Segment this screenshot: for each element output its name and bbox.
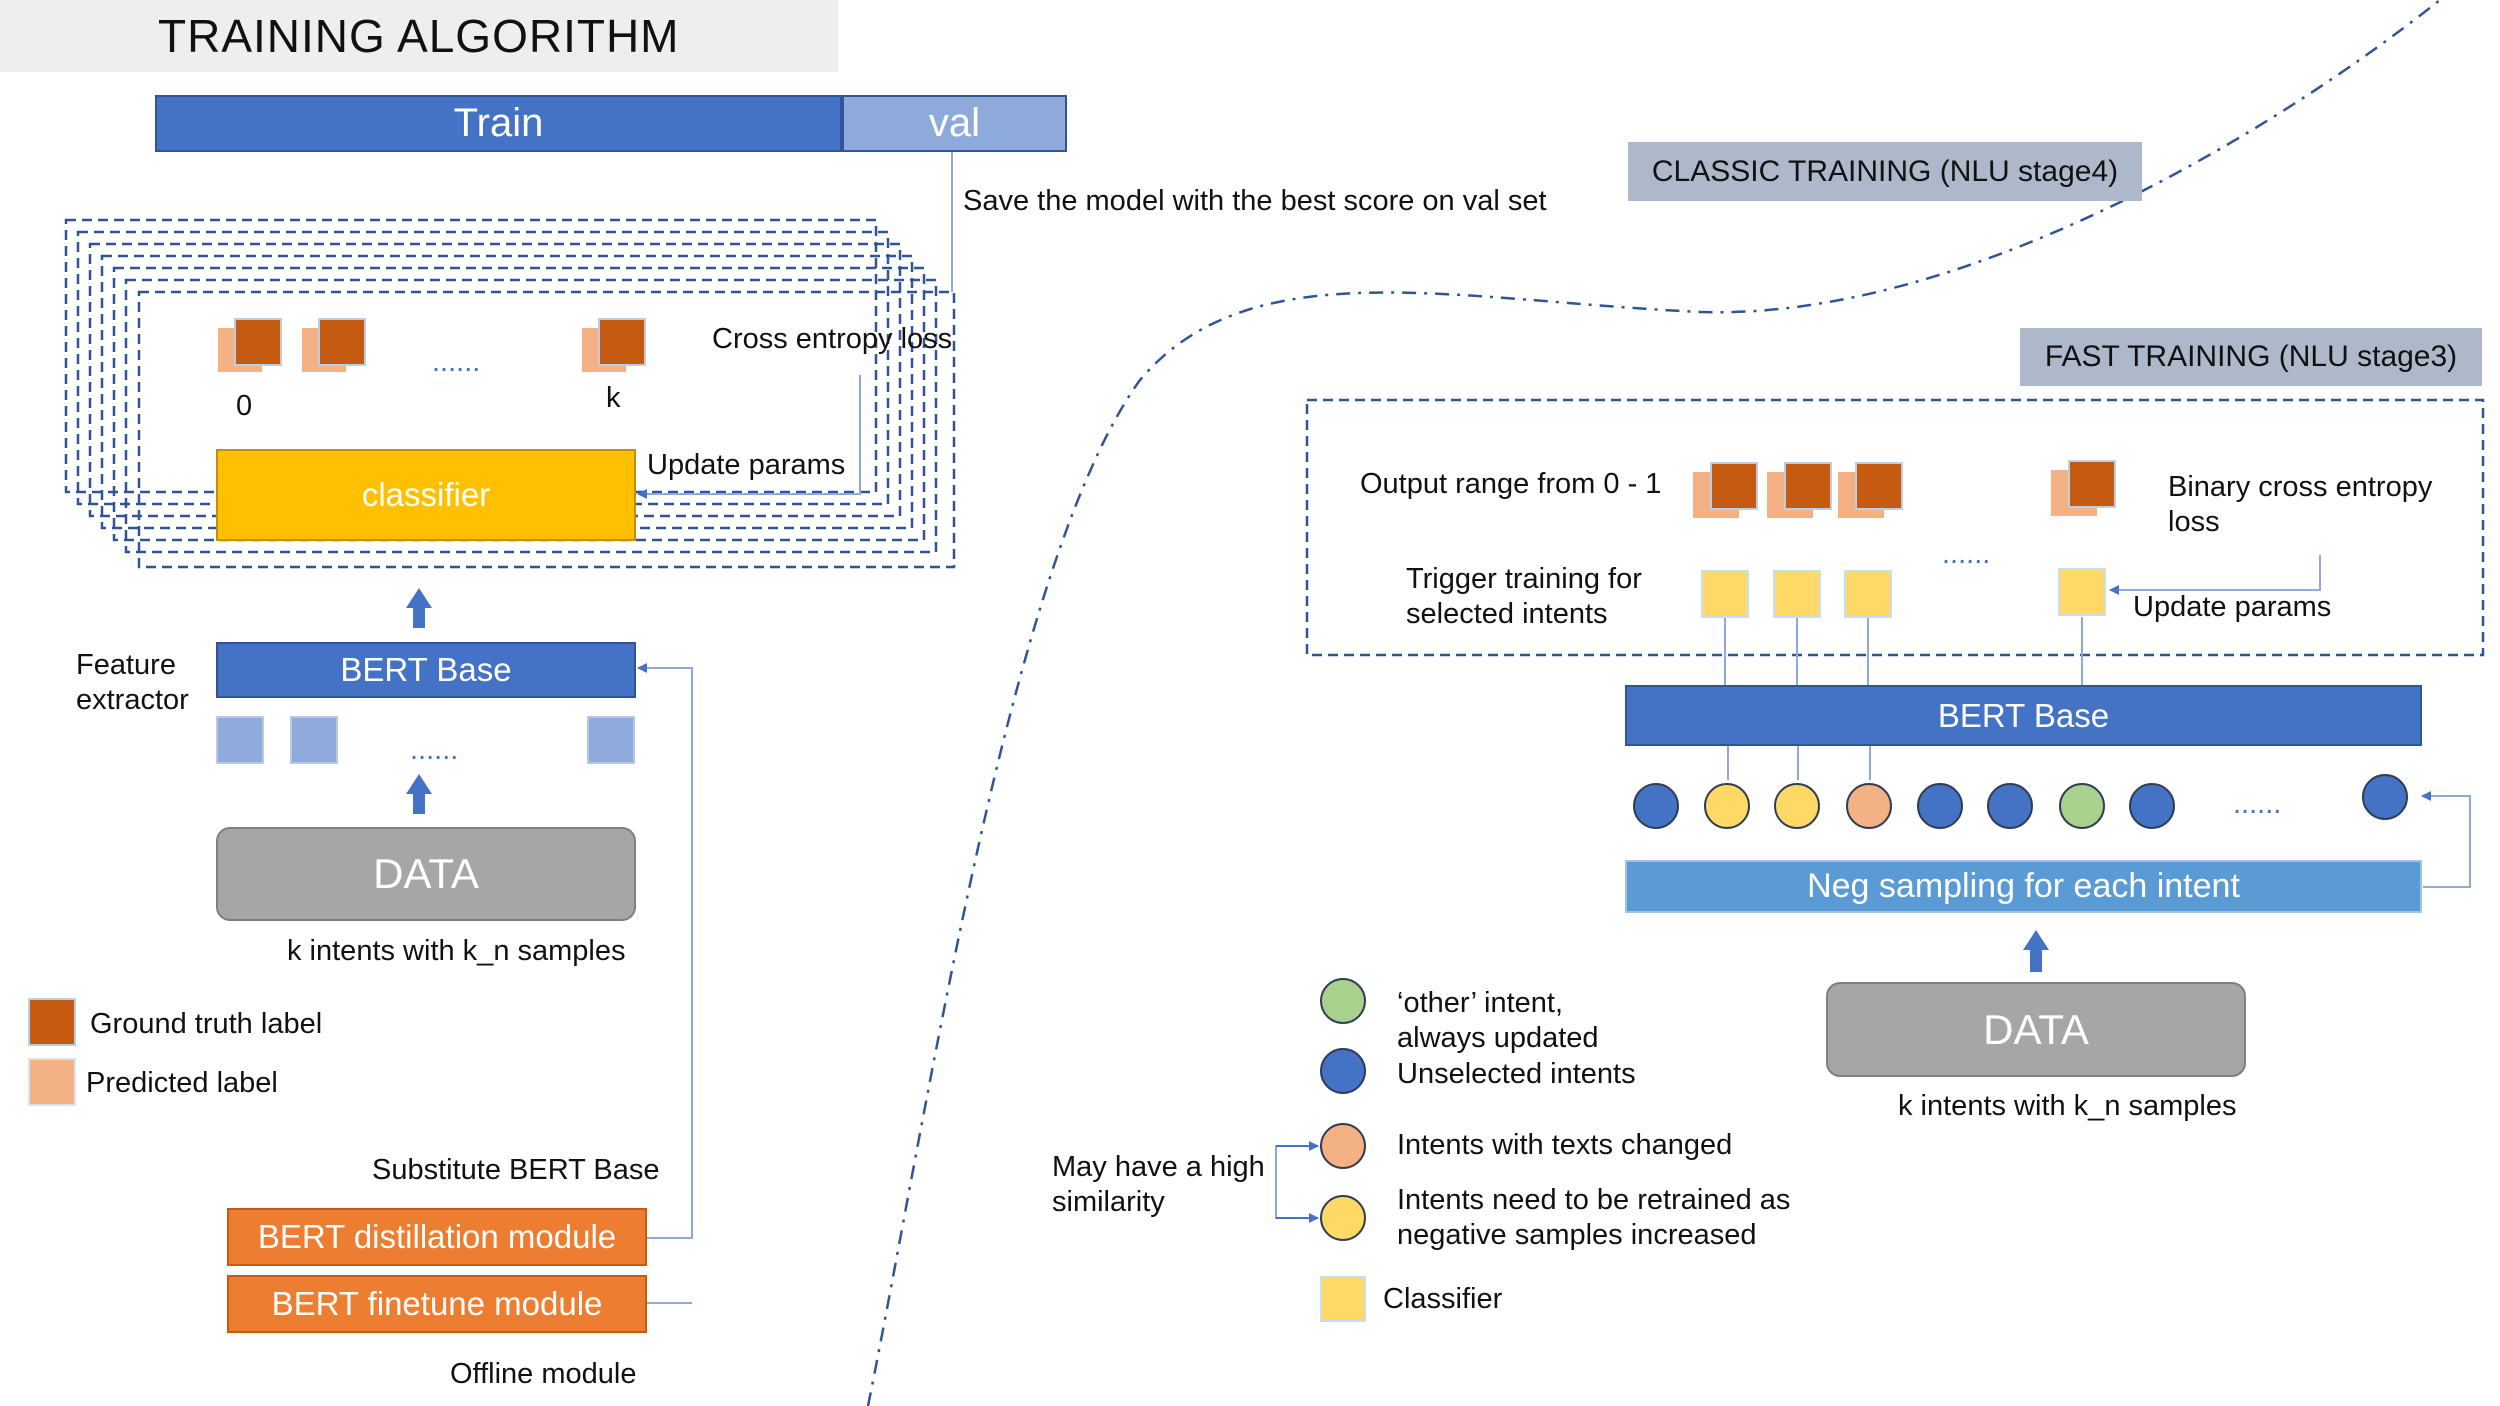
classic-training-tag: CLASSIC TRAINING (NLU stage4)	[1628, 142, 2142, 201]
intent-dot-green	[2059, 783, 2105, 829]
left-data-box: DATA	[216, 827, 636, 921]
offline-module-label: Offline module	[450, 1358, 637, 1390]
title-banner	[0, 0, 838, 72]
output-square	[1710, 462, 1758, 510]
dots-ellipsis: ......	[2233, 788, 2282, 820]
cross-entropy-label: Cross entropy loss	[712, 323, 953, 355]
classifier-square	[1773, 570, 1821, 618]
label-ellipsis: ......	[432, 346, 481, 378]
feature-square	[587, 716, 635, 764]
right-data-box: DATA	[1826, 982, 2246, 1077]
legend-ground-truth-label: Ground truth label	[90, 1008, 323, 1040]
feature-ellipsis: ......	[410, 734, 459, 766]
intent-dot-orange	[1846, 783, 1892, 829]
save-note: Save the model with the best score on va…	[963, 185, 1547, 217]
left-update-params-label: Update params	[647, 449, 846, 481]
page-title: TRAINING ALGORITHM	[158, 10, 680, 62]
bert-finetune-module: BERT finetune module	[227, 1275, 647, 1333]
right-bert-base: BERT Base	[1625, 685, 2422, 746]
feature-square	[216, 716, 264, 764]
label-k: k	[606, 382, 621, 414]
intent-dot-blue	[1917, 783, 1963, 829]
output-square	[1855, 462, 1903, 510]
intent-dot-blue	[1633, 783, 1679, 829]
intent-dot-blue	[2129, 783, 2175, 829]
classifier-box: classifier	[216, 449, 636, 541]
ground-truth-square-k	[598, 318, 646, 366]
legend-retrained-label: Intents need to be retrained as negative…	[1397, 1184, 1791, 1251]
legend-unselected-dot	[1320, 1048, 1366, 1094]
right-frame-ellipsis: ......	[1942, 538, 1991, 570]
similarity-label: May have a high similarity	[1052, 1151, 1265, 1218]
neg-sampling-bar: Neg sampling for each intent	[1625, 860, 2422, 913]
fast-frame	[1305, 398, 2485, 657]
left-bert-base: BERT Base	[216, 642, 636, 698]
trigger-label: Trigger training for selected intents	[1406, 563, 1642, 630]
legend-classifier-swatch	[1320, 1276, 1366, 1322]
binary-ce-label: Binary cross entropy loss	[2168, 471, 2433, 538]
legend-unselected-label: Unselected intents	[1397, 1058, 1636, 1090]
legend-other-label: ‘other’ intent, always updated	[1397, 987, 1599, 1054]
label-0: 0	[236, 390, 253, 422]
feature-square	[290, 716, 338, 764]
ground-truth-square-0	[234, 318, 282, 366]
classifier-square	[1844, 570, 1892, 618]
divider-curve	[866, 0, 2441, 1406]
legend-changed-label: Intents with texts changed	[1397, 1129, 1733, 1161]
right-data-caption: k intents with k_n samples	[1898, 1090, 2237, 1122]
output-square	[1784, 462, 1832, 510]
legend-changed-dot	[1320, 1123, 1366, 1169]
legend-predicted-swatch	[28, 1058, 76, 1106]
output-square	[2068, 460, 2116, 508]
last-intent-dot	[2362, 774, 2408, 820]
intent-dot-blue	[1987, 783, 2033, 829]
val-segment: val	[842, 95, 1067, 152]
left-data-caption: k intents with k_n samples	[287, 935, 626, 967]
intent-dot-yellow	[1704, 783, 1750, 829]
legend-ground-truth-swatch	[28, 998, 76, 1046]
bert-distillation-module: BERT distillation module	[227, 1208, 647, 1266]
train-segment: Train	[155, 95, 842, 152]
substitute-label: Substitute BERT Base	[372, 1154, 660, 1186]
legend-classifier-label: Classifier	[1383, 1283, 1503, 1315]
ground-truth-square-1	[318, 318, 366, 366]
legend-predicted-label: Predicted label	[86, 1067, 278, 1099]
fast-training-tag: FAST TRAINING (NLU stage3)	[2020, 328, 2482, 386]
classifier-square	[2058, 568, 2106, 616]
output-range-label: Output range from 0 - 1	[1360, 468, 1662, 500]
right-update-params-label: Update params	[2133, 591, 2332, 623]
classifier-square	[1701, 570, 1749, 618]
intent-dot-yellow	[1774, 783, 1820, 829]
legend-other-dot	[1320, 978, 1366, 1024]
legend-retrained-dot	[1320, 1195, 1366, 1241]
feature-extractor-label: Feature extractor	[76, 649, 189, 716]
